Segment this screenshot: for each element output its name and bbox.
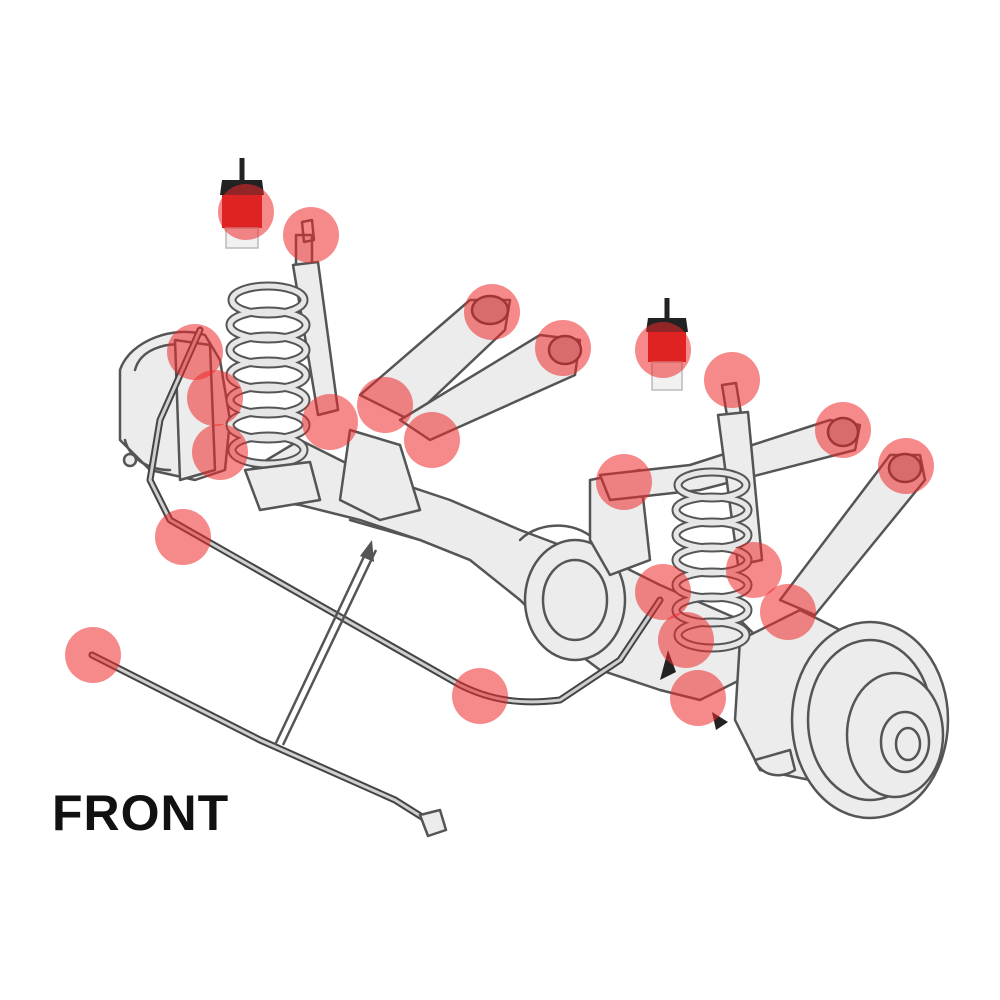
marker xyxy=(404,412,460,468)
marker xyxy=(635,322,691,378)
left-shock-spring xyxy=(225,218,340,512)
marker xyxy=(878,438,934,494)
marker xyxy=(302,394,358,450)
differential-housing xyxy=(523,538,627,662)
marker xyxy=(658,612,714,668)
marker xyxy=(535,320,591,376)
axle-bracket xyxy=(338,428,422,522)
marker xyxy=(635,564,691,620)
marker xyxy=(192,424,248,480)
marker xyxy=(218,184,274,240)
marker xyxy=(155,509,211,565)
marker xyxy=(464,284,520,340)
marker xyxy=(357,377,413,433)
marker xyxy=(704,352,760,408)
marker xyxy=(760,584,816,640)
pointer-arrow xyxy=(273,540,378,746)
marker xyxy=(815,402,871,458)
right-hub-assembly xyxy=(733,608,950,820)
marker xyxy=(283,207,339,263)
marker xyxy=(670,670,726,726)
marker xyxy=(726,542,782,598)
track-bar xyxy=(88,651,448,838)
marker xyxy=(596,454,652,510)
marker xyxy=(187,370,243,426)
marker xyxy=(167,324,223,380)
front-label: FRONT xyxy=(52,785,230,841)
marker xyxy=(65,627,121,683)
marker-group xyxy=(65,184,934,726)
marker xyxy=(452,668,508,724)
